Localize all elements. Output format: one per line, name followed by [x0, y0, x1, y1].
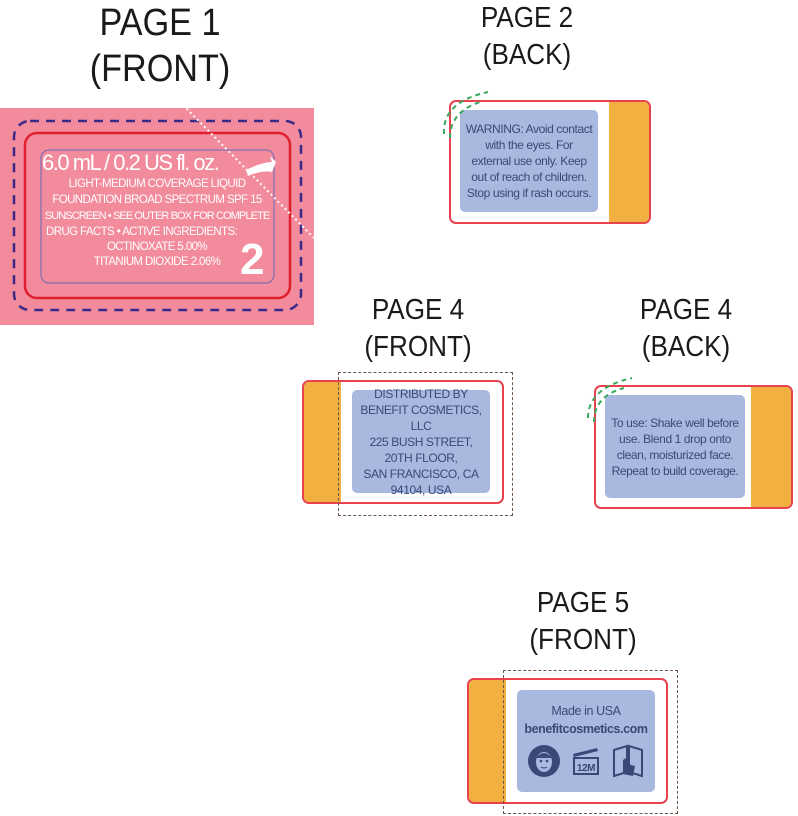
text-line: Made in USA	[551, 704, 621, 718]
fold-line	[182, 104, 317, 241]
cut-line	[338, 372, 513, 516]
cut-line	[503, 670, 678, 814]
text-line: external use only. Keep	[471, 154, 587, 168]
page4-back-text: To use: Shake well before use. Blend 1 d…	[605, 395, 745, 498]
text-line: benefitcosmetics.com	[524, 722, 648, 736]
page2-title: PAGE 2(BACK)	[480, 2, 574, 71]
text-line: DISTRIBUTED BY	[374, 386, 468, 401]
symbol-row: 12M	[517, 744, 655, 778]
text-line: LIGHT-MEDIUM COVERAGE LIQUID	[68, 178, 246, 190]
face-icon	[528, 745, 560, 777]
text-line: 20TH FLOOR,	[384, 450, 458, 465]
text-line: FOUNDATION BROAD SPECTRUM SPF 15	[52, 194, 262, 206]
text-line: DRUG FACTS • ACTIVE INGREDIENTS:	[46, 226, 238, 238]
text-line: BENEFIT COSMETICS, LLC	[360, 402, 482, 433]
trim-line	[23, 131, 292, 300]
orange-stripe	[469, 680, 506, 802]
text-line: clean, moisturized face.	[616, 447, 734, 462]
page5-title: PAGE 5(FRONT)	[529, 587, 637, 656]
page2-text: WARNING: Avoid contact with the eyes. Fo…	[460, 110, 598, 212]
text-line: Repeat to build coverage.	[611, 463, 739, 478]
arrow-icon	[246, 156, 276, 176]
svg-text:12M: 12M	[577, 763, 595, 774]
green-peel-mark	[442, 91, 489, 139]
text-line: OCTINOXATE 5.00%	[106, 241, 208, 253]
orange-stripe	[304, 382, 341, 502]
volume-text: 6.0 mL / 0.2 US fl. oz.	[42, 150, 220, 175]
text-line: SUNSCREEN • SEE OUTER BOX FOR COMPLETE	[44, 210, 270, 222]
page1-title: PAGE 1(FRONT)	[89, 2, 231, 90]
orange-stripe	[751, 387, 791, 507]
page1-text: 6.0 mL / 0.2 US fl. oz. LIGHT-MEDIUM COV…	[40, 150, 274, 270]
text-line: TITANIUM DIOXIDE 2.06%	[93, 256, 221, 268]
page1-outlines	[12, 104, 317, 312]
text-line: Stop using if rash occurs.	[466, 186, 592, 200]
orange-stripe	[609, 102, 649, 222]
safe-area-dash	[12, 119, 303, 312]
text-line: SAN FRANCISCO, CA	[363, 466, 479, 481]
text-line: WARNING: Avoid contact	[465, 122, 593, 136]
text-line: with the eyes. For	[485, 138, 573, 152]
read-leaflet-icon	[613, 744, 643, 778]
page1-label	[0, 108, 314, 325]
text-line: To use: Shake well before	[611, 415, 739, 430]
green-peel-mark	[587, 377, 633, 423]
page-number: 2	[240, 235, 265, 284]
text-box	[40, 149, 275, 284]
text-line: 225 BUSH STREET,	[369, 434, 473, 449]
page4-front-text: DISTRIBUTED BY BENEFIT COSMETICS, LLC 22…	[352, 387, 490, 497]
text-line: 94104, USA	[390, 482, 452, 497]
12m-open-jar-icon: 12M	[573, 748, 599, 775]
page4-front-title: PAGE 4(FRONT)	[364, 294, 472, 363]
page5-text: Made in USA benefitcosmetics.com 12M	[517, 690, 655, 792]
page4-back-title: PAGE 4(BACK)	[639, 294, 733, 363]
text-line: use. Blend 1 drop onto	[619, 431, 731, 446]
text-line: out of reach of children.	[471, 170, 587, 184]
